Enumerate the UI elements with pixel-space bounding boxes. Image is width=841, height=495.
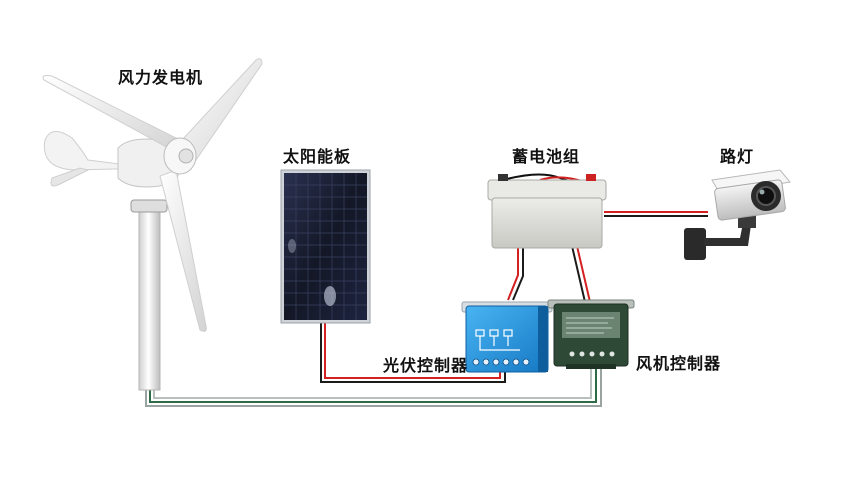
battery-terminal-left [498, 174, 508, 181]
wind-battery-wire-red [576, 245, 591, 303]
turbine-hub-cap [178, 148, 194, 164]
turbine-pole [138, 207, 161, 391]
turbine-flange [130, 199, 168, 213]
battery-body [491, 197, 603, 249]
lamp-arm [704, 218, 752, 246]
turbine-tail [43, 131, 151, 171]
lamp-wall-plate [684, 228, 706, 260]
lamp-lens-glint [759, 189, 765, 195]
wind-turbine [42, 58, 263, 391]
turbine-cable-light [153, 368, 592, 399]
pv-battery-wire-dark [512, 246, 524, 301]
turbine-blade-right [181, 58, 263, 161]
turbine-blade-bottom [159, 169, 207, 332]
wind-controller [547, 299, 635, 369]
label-wind-controller: 风机控制器 [636, 354, 722, 373]
battery-terminal-right [586, 174, 596, 181]
solar-panel [280, 169, 371, 324]
solar-reflection [324, 286, 336, 306]
label-street-lamp: 路灯 [720, 147, 755, 166]
solar-wire-red [324, 322, 501, 379]
label-battery-pack: 蓄电池组 [512, 147, 581, 166]
wind-controller-screen [562, 312, 620, 338]
battery-lid [487, 179, 607, 201]
pv-controller-icons [475, 329, 520, 351]
pv-controller-side [538, 306, 548, 372]
pv-battery-wire-red [507, 246, 519, 301]
lamp-lens [756, 186, 776, 206]
turbine-cable-green [149, 368, 597, 403]
turbine-cable-grey [145, 368, 602, 407]
wind-controller-terminals [569, 351, 615, 357]
pv-controller-terminals [472, 358, 530, 366]
solar-reflection-2 [288, 239, 296, 253]
wind-controller-bottom-lip [566, 364, 616, 369]
pv-controller [461, 301, 553, 373]
street-lamp [684, 169, 791, 260]
turbine-tail-lower [50, 167, 90, 187]
label-wind-turbine: 风力发电机 [118, 68, 204, 87]
label-solar-panel: 太阳能板 [283, 147, 352, 166]
label-pv-controller: 光伏控制器 [383, 356, 469, 375]
wiring [145, 173, 708, 407]
wind-battery-wire-dark [571, 245, 586, 303]
turbine-blade-top [42, 75, 185, 151]
battery-pack [487, 174, 607, 249]
wind-controller-text-lines [566, 317, 614, 334]
solar-wire-dark [320, 322, 506, 383]
